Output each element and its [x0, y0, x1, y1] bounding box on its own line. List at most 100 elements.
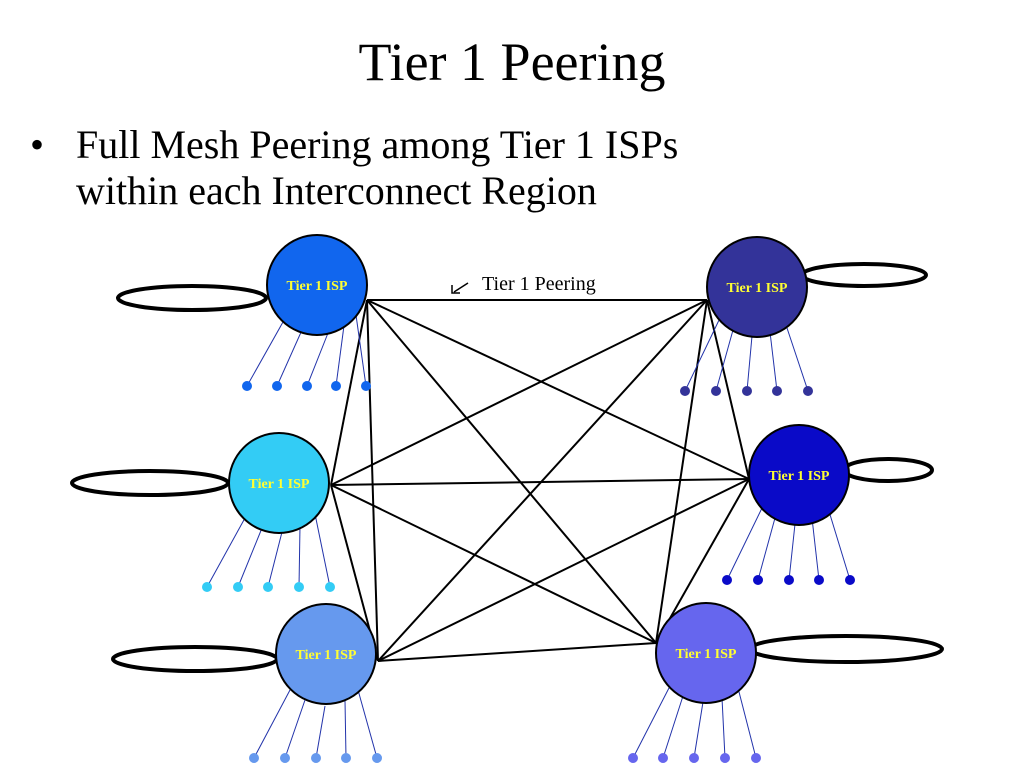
peering-loop-tr — [800, 262, 928, 288]
isp-node-bl: Tier 1 ISP — [275, 603, 377, 705]
customer-dot — [711, 386, 721, 396]
customer-link — [315, 705, 326, 759]
customer-tree-tr — [680, 317, 813, 396]
peering-loop-mr — [842, 457, 934, 483]
customer-dot — [341, 753, 351, 763]
peering-link-bl-tr — [377, 299, 708, 662]
customer-dot — [325, 582, 335, 592]
peering-link-tl-bl — [366, 299, 379, 662]
isp-node-tl: Tier 1 ISP — [266, 234, 368, 336]
isp-node-tr: Tier 1 ISP — [706, 236, 808, 338]
edge-label: Tier 1 Peering — [482, 273, 596, 295]
customer-link — [306, 327, 331, 387]
customer-link — [662, 695, 684, 759]
isp-circle — [706, 236, 808, 338]
customer-link — [746, 335, 753, 392]
customer-dot — [784, 575, 794, 585]
customer-dot — [753, 575, 763, 585]
isp-label: Tier 1 ISP — [296, 648, 357, 663]
isp-node-mr: Tier 1 ISP — [748, 424, 850, 526]
peering-link-tl-br — [366, 299, 657, 644]
customer-link — [267, 531, 283, 588]
bullet-line-2: within each Interconnect Region — [76, 168, 597, 213]
customer-link — [284, 699, 306, 759]
customer-dot — [242, 381, 252, 391]
customer-dot — [845, 575, 855, 585]
peering-link-bl-br — [377, 642, 657, 662]
peering-link-tl-ml — [330, 299, 368, 486]
customer-dot — [658, 753, 668, 763]
customer-dot — [751, 753, 761, 763]
annotation-arrow-line — [453, 282, 469, 293]
customer-dot — [772, 386, 782, 396]
customer-link — [737, 687, 757, 759]
peering-link-tl-mr — [366, 299, 750, 480]
customer-link — [237, 527, 263, 588]
customer-dot — [272, 381, 282, 391]
customer-link — [715, 329, 734, 392]
peering-loop-br — [748, 634, 944, 664]
customer-link — [354, 307, 367, 387]
customer-link — [206, 517, 246, 588]
bullet-marker: • — [30, 122, 45, 167]
isp-circle — [228, 432, 330, 534]
slide-title: Tier 1 Peering — [358, 32, 666, 92]
customer-dot — [331, 381, 341, 391]
peering-link-tr-br — [655, 299, 708, 644]
customer-dot — [361, 381, 371, 391]
customer-dot — [722, 575, 732, 585]
edge-annotation: Tier 1 Peering — [451, 273, 596, 295]
customer-dot — [202, 582, 212, 592]
customer-link — [811, 517, 820, 581]
customer-link — [298, 525, 301, 588]
isp-node-br: Tier 1 ISP — [655, 602, 757, 704]
customer-tree-bl — [249, 689, 382, 763]
peering-link-ml-tr — [330, 299, 708, 486]
customer-link — [693, 701, 704, 759]
customer-link — [344, 699, 347, 759]
customer-dot — [372, 753, 382, 763]
customer-dot — [302, 381, 312, 391]
isp-node-ml: Tier 1 ISP — [228, 432, 330, 534]
customer-link — [276, 329, 303, 387]
customer-tree-mr — [722, 507, 855, 585]
customer-dot — [233, 582, 243, 592]
customer-link — [784, 321, 809, 392]
customer-tree-br — [628, 685, 761, 763]
customer-dot — [294, 582, 304, 592]
customer-dot — [680, 386, 690, 396]
isp-nodes: Tier 1 ISP Tier 1 ISP Tier 1 ISP Tier 1 ISP… — [228, 234, 850, 705]
customer-link — [788, 523, 796, 581]
customer-tree-tl — [242, 307, 371, 391]
isp-circle — [275, 603, 377, 705]
customer-link — [314, 513, 331, 588]
bullet-line-1: Full Mesh Peering among Tier 1 ISPs — [76, 122, 679, 167]
customer-link — [769, 331, 778, 392]
customer-dot — [628, 753, 638, 763]
annotation-arrow-head — [451, 285, 460, 294]
customer-link — [246, 321, 284, 387]
isp-label: Tier 1 ISP — [249, 477, 310, 492]
isp-label: Tier 1 ISP — [287, 279, 348, 294]
customer-dot — [814, 575, 824, 585]
customer-dot — [249, 753, 259, 763]
peering-link-ml-br — [330, 484, 657, 644]
peering-loop-bl — [111, 645, 279, 673]
customer-dot — [742, 386, 752, 396]
peering-loop-tl — [116, 284, 268, 312]
customer-tree-ml — [202, 513, 335, 592]
customer-dot — [280, 753, 290, 763]
peering-link-bl-mr — [377, 478, 750, 662]
customer-dot — [311, 753, 321, 763]
isp-label: Tier 1 ISP — [676, 647, 737, 662]
customer-link — [684, 317, 721, 392]
peering-loop-ml — [70, 469, 230, 497]
isp-label: Tier 1 ISP — [769, 469, 830, 484]
customer-link — [726, 507, 763, 581]
customer-dot — [263, 582, 273, 592]
isp-circle — [655, 602, 757, 704]
customer-link — [757, 517, 776, 581]
customer-dot — [803, 386, 813, 396]
customer-link — [253, 689, 291, 759]
